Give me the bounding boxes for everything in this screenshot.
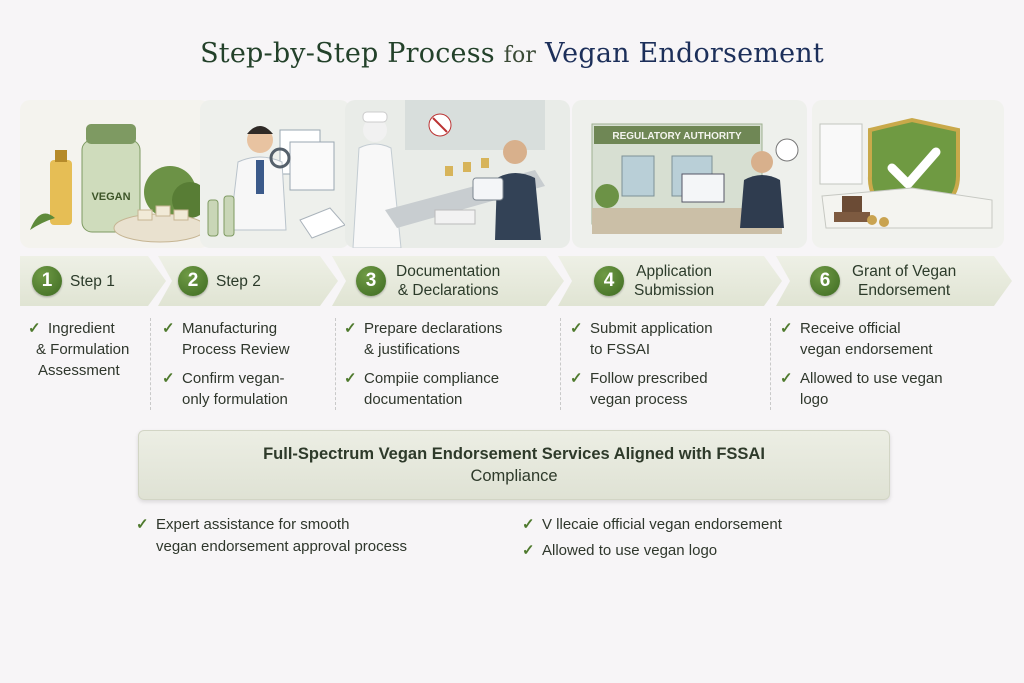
list-item-line: documentation: [364, 391, 463, 408]
regulatory-authority-illustration: REGULATORY AUTHORITY: [572, 100, 807, 248]
step-3: 3 Documentation & Declarations: [332, 256, 564, 306]
step-3-details: ✓ Prepare declarations & justifications …: [344, 318, 559, 418]
step-4: 4 Application Submission: [558, 256, 782, 306]
list-item-line: vegan endorsement: [800, 341, 933, 358]
step-3-label: Documentation & Declarations: [396, 262, 500, 300]
banner-line-1: Full-Spectrum Vegan Endorsement Services…: [263, 445, 765, 463]
title-part-1: Step-by-Step Process: [200, 38, 495, 69]
column-divider: [770, 318, 771, 410]
list-item-line: Process Review: [182, 341, 290, 358]
step-1-details: ✓ Ingredient & Formulation Assessment: [28, 318, 168, 389]
list-item: ✓ Compiie compliance documentation: [344, 368, 559, 410]
step-3-label-line-2: & Declarations: [397, 282, 499, 299]
check-icon: ✓: [522, 516, 535, 533]
step-5-details: ✓ Receive official vegan endorsement ✓ A…: [780, 318, 1000, 418]
list-item: ✓ Allowed to use vegan logo: [780, 368, 1000, 410]
list-item-line: & Formulation: [36, 341, 130, 358]
step-2-label: Step 2: [216, 272, 261, 290]
list-item-line: Manufacturing: [182, 320, 278, 337]
check-icon: ✓: [162, 320, 175, 337]
list-item: ✓ Submit application to FSSAI: [570, 318, 770, 360]
list-item-line: Allowed to use vegan logo: [542, 542, 718, 559]
banner-line-2: Compliance: [470, 467, 558, 485]
column-divider: [150, 318, 151, 410]
step-5: 6 Grant of Vegan Endorsement: [776, 256, 1012, 306]
page-title: Step-by-Step Process for Vegan Endorseme…: [0, 38, 1024, 69]
bottom-right-list: ✓ V llecaie official vegan endorsement ✓…: [522, 514, 882, 566]
check-icon: ✓: [136, 516, 149, 533]
check-icon: ✓: [570, 320, 583, 337]
list-item: ✓ Expert assistance for smooth vegan end…: [136, 514, 496, 558]
column-divider: [560, 318, 561, 410]
check-icon: ✓: [780, 320, 793, 337]
bottom-left-list: ✓ Expert assistance for smooth vegan end…: [136, 514, 496, 562]
list-item: ✓ Confirm vegan- only formulation: [162, 368, 337, 410]
list-item: ✓ Ingredient & Formulation Assessment: [28, 318, 168, 381]
lab-analyst-illustration: [200, 100, 350, 248]
step-4-details: ✓ Submit application to FSSAI ✓ Follow p…: [570, 318, 770, 418]
step-2-number-badge: 2: [178, 266, 208, 296]
list-item-line: V llecaie official vegan endorsement: [542, 516, 782, 533]
step-5-label: Grant of Vegan Endorsement: [852, 262, 956, 300]
ingredients-illustration: VEGAN: [20, 100, 210, 248]
check-icon: ✓: [344, 370, 357, 387]
step-3-number-badge: 3: [356, 266, 386, 296]
step-3-label-line-1: Documentation: [396, 263, 501, 280]
list-item-line: logo: [800, 391, 829, 408]
list-item-line: Ingredient: [48, 320, 115, 337]
column-divider: [335, 318, 336, 410]
bottle-label: VEGAN: [91, 191, 130, 203]
services-banner: Full-Spectrum Vegan Endorsement Services…: [138, 430, 890, 500]
building-sign: REGULATORY AUTHORITY: [612, 131, 742, 142]
check-icon: ✓: [344, 320, 357, 337]
list-item: ✓ Receive official vegan endorsement: [780, 318, 1000, 360]
list-item-line: Submit application: [590, 320, 713, 337]
check-icon: ✓: [570, 370, 583, 387]
check-icon: ✓: [780, 370, 793, 387]
list-item-line: & justifications: [364, 341, 460, 358]
list-item-line: to FSSAI: [590, 341, 651, 358]
step-4-label-line-2: Submission: [634, 282, 715, 299]
step-2-details: ✓ Manufacturing Process Review ✓ Confirm…: [162, 318, 337, 418]
list-item-line: Prepare declarations: [364, 320, 503, 337]
step-1-label: Step 1: [70, 272, 115, 290]
approval-illustration: [812, 100, 1004, 248]
step-1: 1 Step 1: [20, 256, 166, 306]
check-icon: ✓: [162, 370, 175, 387]
list-item-line: Receive official: [800, 320, 901, 337]
list-item-line: Compiie compliance: [364, 370, 500, 387]
manufacturing-illustration: [345, 100, 570, 248]
list-item-line: Follow prescribed: [590, 370, 708, 387]
title-part-3: Vegan Endorsement: [544, 38, 824, 69]
list-item-line: vegan endorsement approval process: [156, 538, 407, 555]
list-item: ✓ Manufacturing Process Review: [162, 318, 337, 360]
list-item-line: only formulation: [182, 391, 288, 408]
list-item-line: Confirm vegan-: [182, 370, 285, 387]
step-2: 2 Step 2: [158, 256, 338, 306]
list-item: ✓ Prepare declarations & justifications: [344, 318, 559, 360]
list-item-line: vegan process: [590, 391, 688, 408]
list-item: ✓ Follow prescribed vegan process: [570, 368, 770, 410]
step-4-label-line-1: Application: [636, 263, 712, 280]
check-icon: ✓: [28, 320, 41, 337]
check-icon: ✓: [522, 542, 535, 559]
step-4-label: Application Submission: [634, 262, 714, 300]
step-4-number-badge: 4: [594, 266, 624, 296]
list-item: ✓ V llecaie official vegan endorsement: [522, 514, 882, 536]
step-5-number-badge: 6: [810, 266, 840, 296]
list-item-line: Allowed to use vegan: [800, 370, 943, 387]
step-1-number-badge: 1: [32, 266, 62, 296]
step-5-label-line-2: Endorsement: [858, 282, 951, 299]
step-5-label-line-1: Grant of Vegan: [852, 263, 957, 280]
list-item-line: Expert assistance for smooth: [156, 516, 350, 533]
title-part-2: for: [503, 43, 537, 68]
list-item-line: Assessment: [38, 362, 120, 379]
list-item: ✓ Allowed to use vegan logo: [522, 540, 882, 562]
